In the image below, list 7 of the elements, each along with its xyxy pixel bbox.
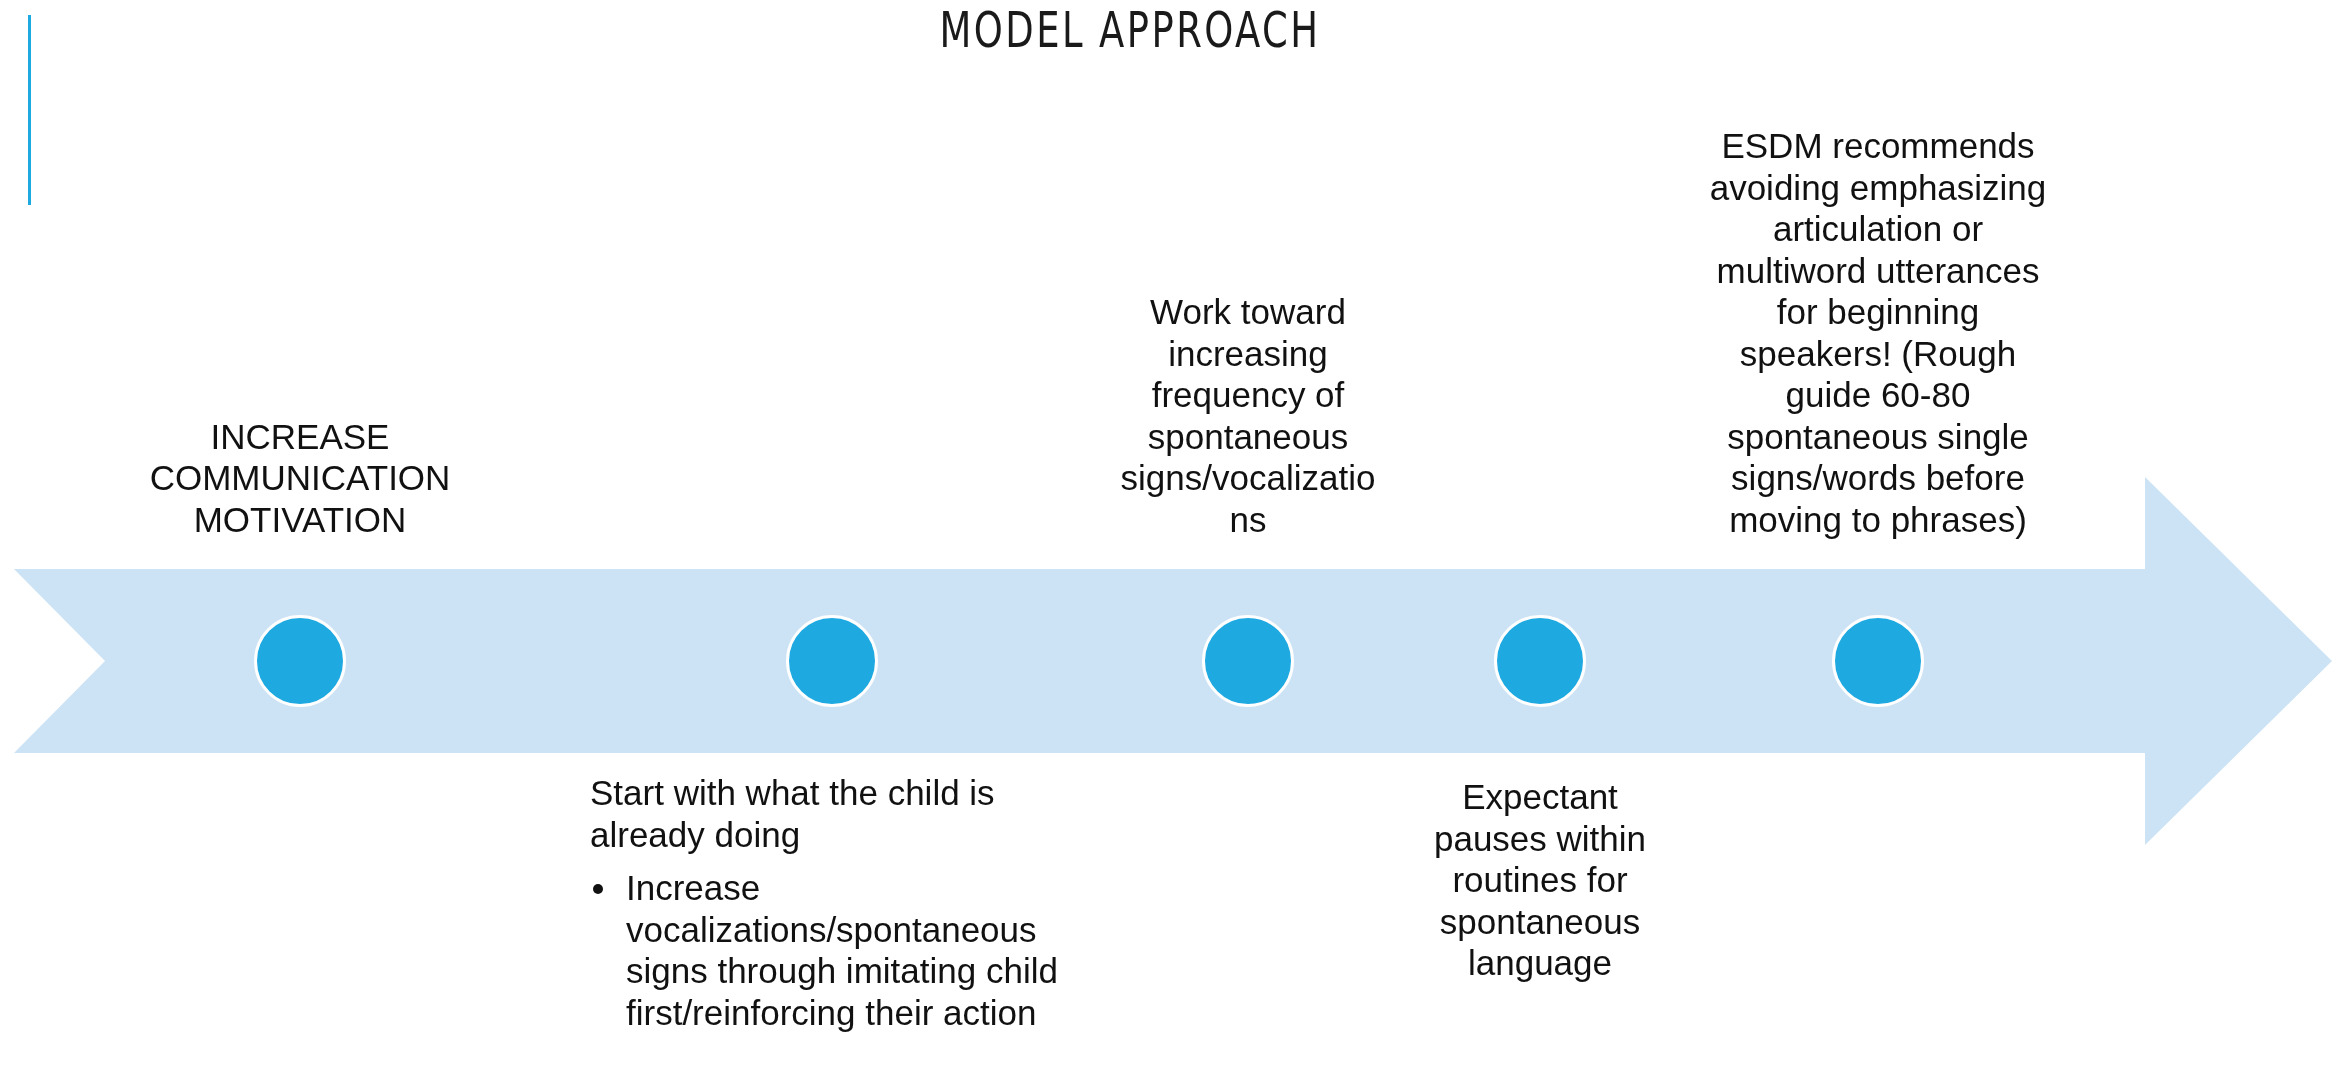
title: MODEL APPROACH bbox=[938, 2, 1322, 58]
step-text: Work toward increasing frequency of spontaneous signs/vocalizations bbox=[1119, 291, 1377, 540]
step-text: INCREASE COMMUNICATION MOTIVATION bbox=[148, 415, 452, 540]
bullet-text: Increase vocalizations/spontaneous signs through imitating child first/reinforcing their action bbox=[626, 867, 1059, 1033]
step-text: ESDM recommends avoiding emphasizing articulation or multiword utterances for beginning speakers! (Rough guide 60-80 spontaneous single signs/words before moving to phrases) bbox=[1708, 125, 2048, 540]
step-text: Expectant pauses within routines for spontaneous language bbox=[1432, 776, 1648, 984]
step-text: Start with what the child is already doing bbox=[590, 772, 996, 855]
